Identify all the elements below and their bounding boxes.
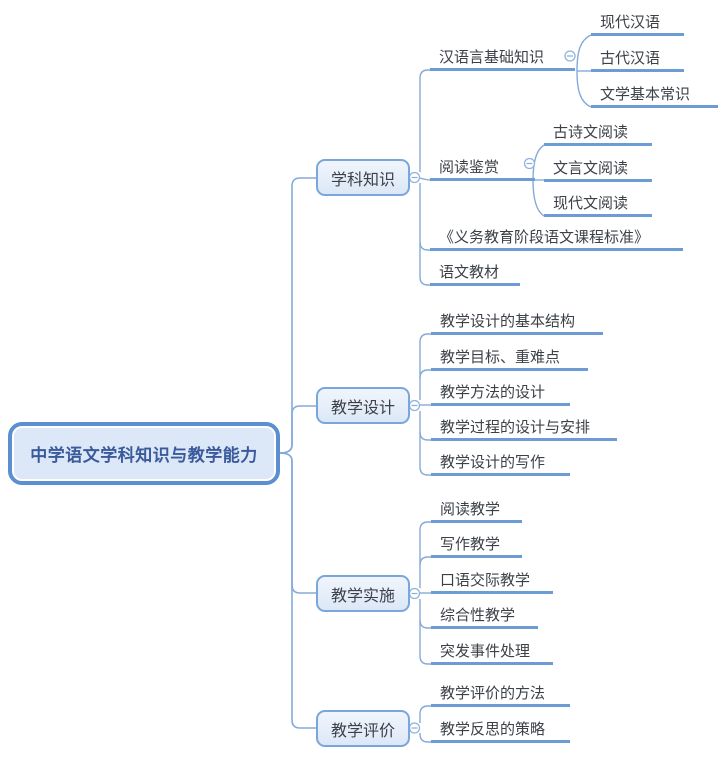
branch1-sub1-brace	[576, 34, 592, 108]
branch3-child-connectors	[419, 521, 431, 665]
topic-oral-communication-teaching[interactable]: 口语交际教学	[431, 570, 553, 594]
topic-reading-teaching[interactable]: 阅读教学	[431, 499, 522, 523]
yuedu-collapse-minus-circle-icon[interactable]	[523, 157, 536, 170]
trunk-connectors	[279, 177, 317, 729]
topic-process-design-arrangement[interactable]: 教学过程的设计与安排	[431, 417, 617, 441]
branch2-collapse-minus-circle-icon[interactable]	[408, 399, 421, 412]
topic-modern-chinese[interactable]: 现代汉语	[591, 12, 684, 36]
topic-curriculum-standard[interactable]: 《义务教育阶段语文课程标准》	[430, 227, 683, 251]
topic-evaluation-methods[interactable]: 教学评价的方法	[431, 683, 570, 707]
topic-writing-teaching[interactable]: 写作教学	[431, 534, 522, 558]
topic-ancient-chinese[interactable]: 古代汉语	[591, 48, 684, 72]
topic-literature-common-sense[interactable]: 文学基本常识	[591, 84, 718, 108]
branch4-collapse-minus-circle-icon[interactable]	[408, 722, 421, 734]
branch1-collapse-minus-circle-icon[interactable]	[408, 171, 421, 184]
topic-design-basic-structure[interactable]: 教学设计的基本结构	[431, 311, 603, 335]
hanyuyan-collapse-minus-circle-icon[interactable]	[564, 50, 576, 62]
topic-classical-chinese-reading[interactable]: 文言文阅读	[544, 158, 652, 182]
topic-ancient-poetry-reading[interactable]: 古诗文阅读	[544, 122, 652, 146]
branch4-child-connectors	[419, 705, 431, 743]
branch-subject-knowledge[interactable]: 学科知识	[316, 159, 410, 196]
topic-chinese-language-basics[interactable]: 汉语言基础知识	[430, 47, 575, 71]
topic-comprehensive-teaching[interactable]: 综合性教学	[431, 605, 538, 629]
topic-modern-text-reading[interactable]: 现代文阅读	[544, 193, 652, 217]
topic-design-writing[interactable]: 教学设计的写作	[431, 452, 570, 476]
root-topic[interactable]: 中学语文学科知识与教学能力	[8, 422, 280, 485]
topic-chinese-textbook[interactable]: 语文教材	[430, 262, 520, 286]
branch-teaching-design[interactable]: 教学设计	[316, 387, 410, 424]
topic-teaching-method-design[interactable]: 教学方法的设计	[431, 382, 570, 406]
topic-reading-appreciation[interactable]: 阅读鉴赏	[430, 157, 535, 181]
branch-teaching-evaluation[interactable]: 教学评价	[316, 710, 410, 747]
branch-teaching-implementation[interactable]: 教学实施	[316, 575, 410, 612]
branch1-child-connectors	[419, 69, 432, 286]
branch2-child-connectors	[419, 333, 431, 476]
topic-emergency-handling[interactable]: 突发事件处理	[431, 641, 553, 665]
topic-goals-key-difficulties[interactable]: 教学目标、重难点	[431, 347, 588, 371]
topic-reflection-strategies[interactable]: 教学反思的策略	[431, 719, 570, 743]
branch3-collapse-minus-circle-icon[interactable]	[408, 587, 421, 600]
